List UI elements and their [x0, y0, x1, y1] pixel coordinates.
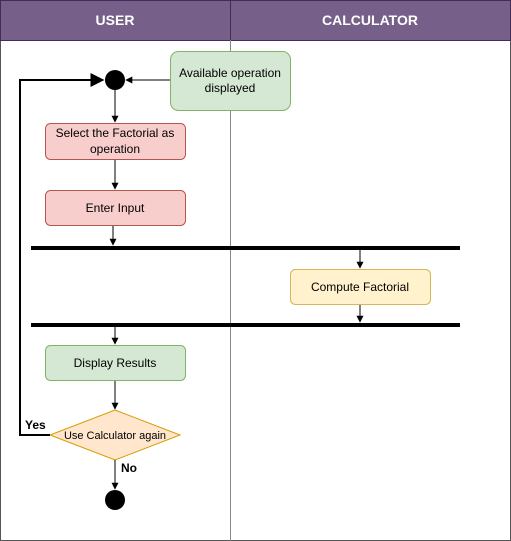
end-node — [105, 490, 125, 510]
user-lane-title: USER — [96, 12, 135, 28]
no-label: No — [121, 461, 137, 475]
available-operation-node — [170, 51, 291, 111]
compute-factorial-node — [290, 269, 431, 305]
available-operation-label-2: displayed — [205, 81, 256, 95]
display-results-label: Display Results — [74, 356, 157, 370]
decision-label: Use Calculator again — [64, 430, 166, 442]
join-bar — [31, 323, 460, 327]
enter-input-node — [45, 190, 186, 226]
fork-bar — [31, 246, 460, 250]
enter-input-label: Enter Input — [86, 201, 145, 215]
calculator-lane-title: CALCULATOR — [322, 12, 418, 28]
compute-factorial-label: Compute Factorial — [311, 280, 409, 294]
select-factorial-label-2: operation — [90, 142, 140, 156]
start-node — [105, 70, 125, 90]
select-factorial-label-1: Select the Factorial as — [56, 126, 175, 140]
edge-yes-loop — [19, 73, 105, 436]
yes-label: Yes — [25, 418, 46, 432]
select-factorial-node — [45, 123, 186, 160]
display-results-node — [45, 345, 186, 381]
calculator-lane-header — [230, 0, 511, 41]
available-operation-label-1: Available operation — [179, 66, 281, 80]
user-lane-header — [0, 0, 231, 41]
